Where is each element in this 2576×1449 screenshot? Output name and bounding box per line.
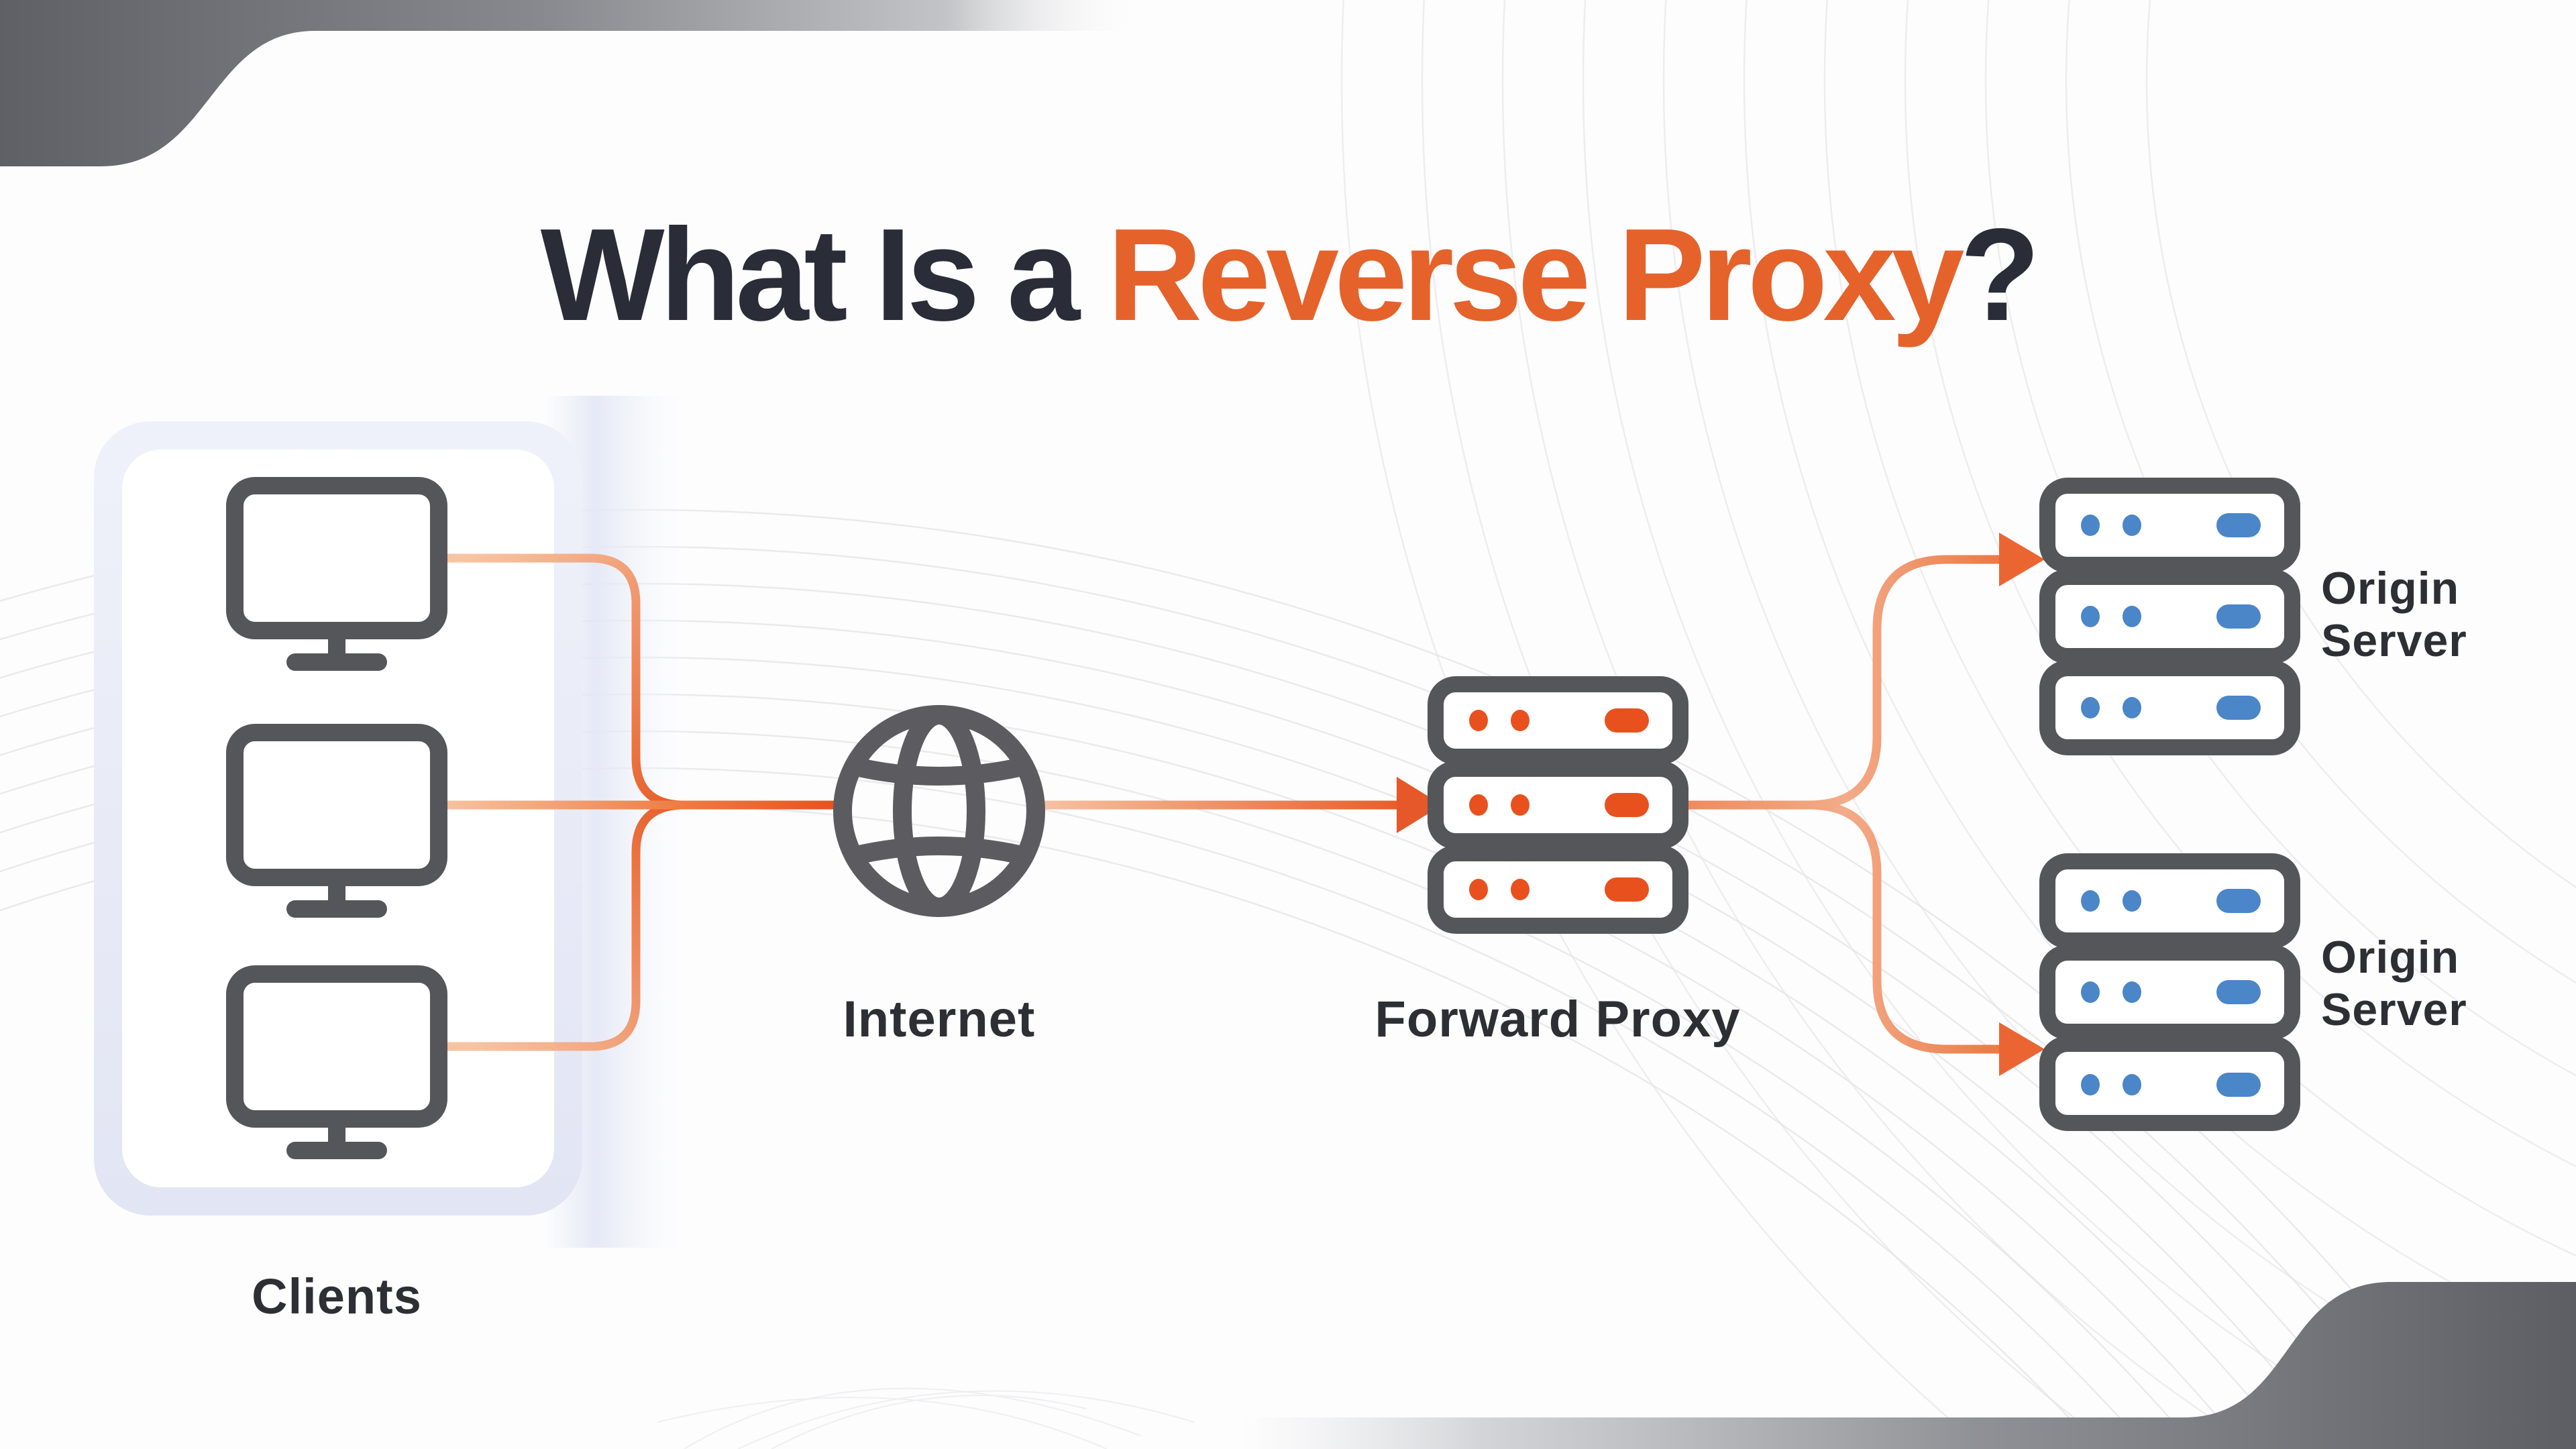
connector-to-origin-top (1682, 555, 2000, 810)
clients-label: Clients (252, 1269, 422, 1324)
corner-shape-top-left (0, 0, 1690, 166)
title-part-dark: What Is a (540, 201, 1108, 348)
background-ripple-arcs (1341, 0, 2576, 1449)
server-leds-blue (2081, 513, 2261, 720)
server-stack-origin-top (2039, 478, 2300, 755)
monitor-icon (226, 724, 447, 918)
svg-text:Server: Server (2321, 984, 2467, 1035)
connectors-clients-to-internet (440, 553, 841, 1051)
forward-proxy-label: Forward Proxy (1375, 991, 1740, 1048)
server-stack-origin-bottom (2039, 853, 2300, 1131)
monitor-icon (226, 477, 447, 671)
connector-internet-to-proxy (1039, 777, 1442, 833)
svg-text:Server: Server (2321, 615, 2467, 666)
connector-to-origin-bottom (1682, 800, 2000, 1054)
origin-server-top-label: Origin Server (2321, 563, 2467, 666)
background-mesh (657, 1387, 1195, 1449)
page-title: What Is a Reverse Proxy? (0, 209, 2576, 341)
title-part-question: ? (1960, 201, 2041, 348)
server-leds-blue (2081, 889, 2261, 1097)
arrow-icon-into-origin-top (1999, 533, 2045, 586)
arrow-icon-into-origin-bottom (1999, 1022, 2045, 1076)
server-leds-orange (1469, 708, 1649, 902)
origin-server-bottom-label: Origin Server (2321, 932, 2467, 1035)
svg-text:Origin: Origin (2321, 563, 2459, 614)
connectors-proxy-to-origins (1682, 555, 2000, 1054)
corner-shape-bottom-right (1241, 1282, 2576, 1449)
monitor-icon (226, 965, 447, 1159)
arrow-icon-into-proxy (1397, 777, 1442, 833)
internet-label: Internet (843, 991, 1036, 1048)
globe-icon (833, 705, 1045, 917)
title-part-highlight: Reverse Proxy (1107, 201, 1965, 348)
server-stack-forward-proxy (1428, 676, 1688, 934)
svg-text:Origin: Origin (2321, 932, 2459, 983)
